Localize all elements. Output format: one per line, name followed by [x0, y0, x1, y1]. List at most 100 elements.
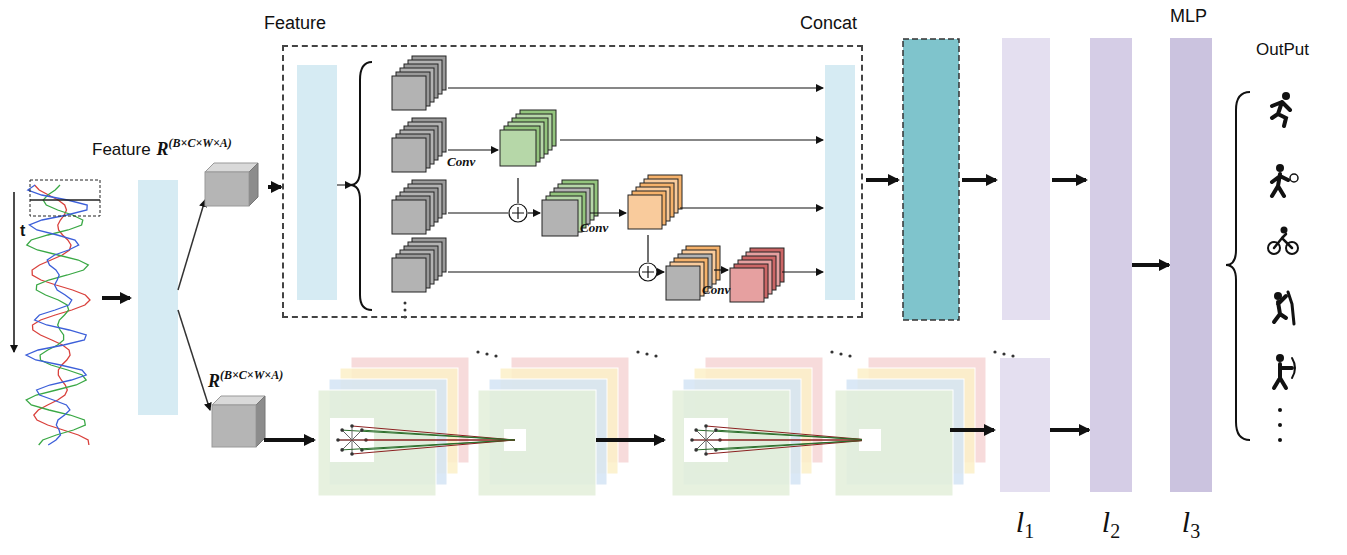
- ellipsis-dots: [404, 302, 407, 319]
- node-text: 3: [1190, 520, 1200, 542]
- flow-arrow: [950, 428, 994, 432]
- add-symbol: [509, 204, 657, 281]
- mlp-layer: [1002, 38, 1050, 320]
- ellipsis-dot: [830, 350, 833, 353]
- feature-map: [730, 268, 764, 302]
- flow-arrow: [866, 178, 898, 182]
- feature-maps: [392, 56, 784, 302]
- node-text: l: [1102, 505, 1110, 538]
- graph-node: [340, 448, 344, 452]
- graph-edge: [706, 430, 716, 440]
- node-text: R: [208, 371, 220, 391]
- graph-edge: [352, 430, 362, 440]
- graph-node: [704, 424, 708, 428]
- aggregation-line: [338, 440, 515, 441]
- node-text: Feature: [92, 140, 151, 159]
- layer-label: l2: [1102, 504, 1120, 549]
- graph-node: [360, 428, 364, 432]
- flow-arrow: [264, 438, 314, 442]
- aggregation-line: [696, 430, 870, 440]
- graph-edge: [342, 430, 352, 440]
- aggregation-line: [692, 440, 870, 441]
- graph-node: [694, 428, 698, 432]
- block-title: Feature: [264, 13, 326, 34]
- brace: [350, 62, 372, 310]
- node-text: 1: [1024, 520, 1034, 542]
- graph-node: [340, 428, 344, 432]
- graph-edge: [342, 440, 352, 450]
- time-axis: [13, 192, 15, 352]
- ellipsis-dot: [993, 350, 996, 353]
- cube-side: [249, 163, 258, 206]
- graph-node: [350, 424, 354, 428]
- aggregation-line: [706, 440, 870, 454]
- kernel-target: [862, 432, 878, 448]
- flow-arrow: [962, 178, 996, 182]
- graph-node: [350, 452, 354, 456]
- flow-arrow: [1052, 178, 1086, 182]
- split-arrows: [448, 88, 823, 272]
- signal-plot: [26, 185, 90, 445]
- feature-map: [666, 266, 700, 300]
- node-text: l: [1182, 505, 1190, 538]
- aggregation-line: [342, 430, 515, 440]
- flow-arrow: [337, 184, 352, 185]
- ellipsis-dot: [494, 354, 497, 357]
- aggregation-line: [362, 430, 515, 440]
- graph-node: [714, 428, 718, 432]
- flow-arrow: [102, 296, 130, 300]
- connector: [1132, 263, 1169, 267]
- aggregation-line: [706, 426, 870, 440]
- cube-front: [212, 405, 256, 447]
- layer-label: l1: [1016, 504, 1034, 549]
- annotation: OutPut: [1256, 40, 1309, 60]
- annotation: MLP: [1170, 6, 1207, 27]
- graph-frame: [478, 390, 596, 496]
- node-text: (B×C×W×A): [169, 136, 232, 150]
- signal-trace: [26, 185, 88, 445]
- feature-map: [392, 76, 426, 110]
- aggregation-line: [342, 440, 515, 450]
- aggregation-line: [352, 440, 515, 454]
- kernel-target: [859, 429, 881, 451]
- graph-node: [336, 438, 340, 442]
- aggregation-line: [352, 426, 515, 440]
- layer-label: l3: [1182, 504, 1200, 549]
- feature-map: [542, 200, 578, 236]
- feature-map: [628, 195, 662, 229]
- graph-frame: [318, 390, 436, 496]
- brace: [1226, 92, 1250, 440]
- flatten-bar: [903, 39, 959, 320]
- ellipsis-dot: [848, 354, 851, 357]
- node-text: (B×C×W×A): [220, 368, 283, 382]
- flow-arrow: [596, 438, 664, 442]
- operation-label: Conv: [702, 282, 730, 298]
- aggregation-line: [696, 440, 870, 450]
- tensor-label: FeatureR(B×C×W×A): [92, 136, 232, 160]
- mlp-layer: l2: [1090, 38, 1132, 492]
- operation-label: Conv: [447, 154, 475, 170]
- ellipsis-dot: [654, 354, 657, 357]
- graph-node: [694, 448, 698, 452]
- activity-icons: [1268, 92, 1298, 388]
- cube-front: [205, 172, 249, 206]
- ellipsis-dots: [1278, 408, 1282, 442]
- ellipsis-dot: [476, 350, 479, 353]
- branch-line: [178, 200, 205, 290]
- tensor-node: FeatureR(B×C×W×A): [92, 136, 268, 208]
- window-line: [30, 199, 100, 201]
- graph-frame: [835, 390, 953, 496]
- tensor-node: R(B×C×W×A): [208, 368, 332, 450]
- node-text: Concat: [800, 13, 857, 33]
- signal-trace: [26, 185, 87, 445]
- concat-bar: [825, 65, 855, 300]
- graph-node: [690, 438, 694, 442]
- window-box: [30, 180, 100, 216]
- tensor-label: R(B×C×W×A): [208, 368, 283, 392]
- graph-edge: [696, 430, 706, 440]
- multiscale-block: FeatureConcat: [282, 45, 863, 318]
- ellipsis-dot: [1002, 352, 1005, 355]
- ellipsis-dot: [839, 352, 842, 355]
